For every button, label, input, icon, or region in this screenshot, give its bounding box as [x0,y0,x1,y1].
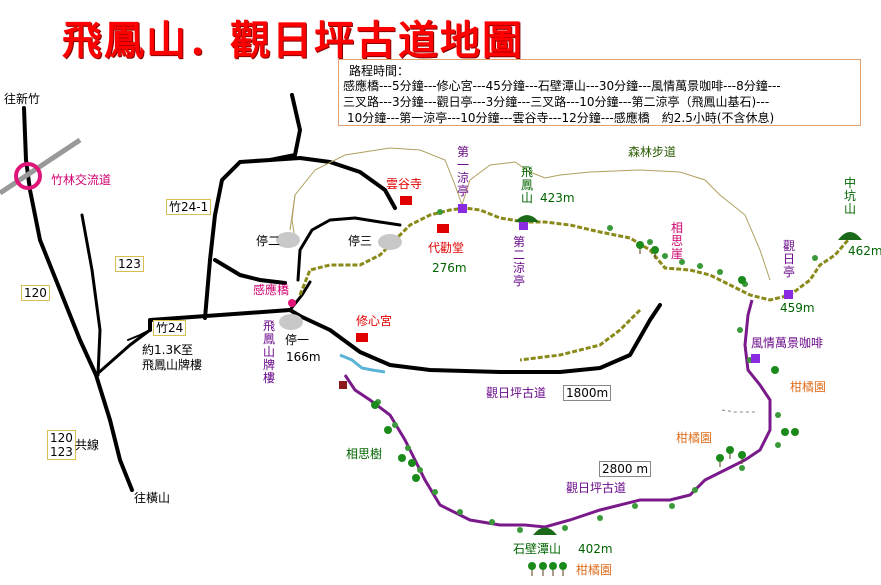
label-shared-road: 120 123 [47,430,76,460]
yungu-temple-icon [400,196,412,205]
label-shared-text: 共線 [75,438,100,452]
label-road-zhu24-1: 竹24-1 [166,199,212,215]
pavilion-3-marker [378,234,402,250]
label-forest-trail: 森林步道 [628,145,677,159]
route-time-box: 路程時間： 感應橋---5分鐘---修心宮---45分鐘---石壁潭山---30… [338,59,861,126]
label-citrus-2: 柑橘園 [676,431,713,445]
road-bottom [127,329,151,341]
label-road-120: 120 [21,285,50,301]
label-trail-name-1: 觀日坪古道 [486,386,547,400]
label-second-pavilion: 第二涼亭 [512,235,525,288]
label-citrus-1: 柑橘園 [790,380,827,394]
road-branch-120 [94,328,152,377]
label-daiquan-hall: 代勸堂 [428,241,465,255]
route-time-line-2: 三叉路---3分鐘---觀日亭---3分鐘---三叉路---10分鐘---第二涼… [343,95,770,109]
label-xiuxin-temple: 修心宮 [356,314,393,328]
label-road-123: 123 [115,256,144,272]
label-zhongkeng-peak: 中坑山 [843,176,856,216]
pavilion-1-marker [279,314,303,330]
ganying-bridge-dot [288,299,296,307]
temple-icons [356,196,449,342]
route-time-line-1: 感應橋---5分鐘---修心宮---45分鐘---石壁潭山---30分鐘---風… [343,79,781,93]
label-yungu-temple: 雲谷寺 [386,177,423,191]
label-arch-note-2: 飛鳳山牌樓 [142,358,203,372]
label-arch: 飛鳳山牌樓 [262,319,275,385]
label-elev-423: 423m [540,191,575,205]
forest-paths [289,147,771,413]
label-pavilion-1: 停一 [285,333,310,347]
label-shibitan-peak: 石壁潭山 [513,542,562,556]
label-ganying-bridge: 感應橋 [253,283,290,297]
label-to-xinzhu: 往新竹 [4,92,41,106]
cafe-marker [751,354,760,363]
pavilion-markers [276,232,402,330]
label-to-hengshan: 往橫山 [134,491,171,505]
label-citrus-3: 柑橘園 [576,563,613,577]
zhulin-interchange-marker [14,162,42,190]
label-first-pavilion: 第一涼亭 [456,145,469,198]
road-branch-3 [268,156,397,210]
label-cafe: 風情萬景咖啡 [751,336,824,350]
label-trail-name-2: 觀日坪古道 [566,481,627,495]
route-time-line-3: 10分鐘---第一涼亭---10分鐘---雲谷寺---12分鐘---感應橋 約2… [347,111,775,125]
xiuxin-temple-icon [356,333,368,342]
label-dist-2800: 2800 m [599,461,652,477]
railway [0,137,82,196]
vegetation-dots [375,209,818,533]
label-elev-459: 459m [780,301,815,315]
road-to-ting2 [296,216,402,282]
trailhead-marker [339,381,347,389]
label-arch-note-1: 約1.3K至 [142,343,193,357]
daiquan-hall-icon [437,224,449,233]
second-pavilion-marker [519,221,528,230]
label-road-zhu24: 竹24 [153,320,187,336]
road-zhu24-1 [203,93,302,320]
trees [371,241,799,576]
label-elev-462: 462m [848,244,881,258]
label-pavilion-3: 停三 [348,234,373,248]
shibitan-peak-icon [533,527,557,535]
label-elev-166: 166m [286,350,321,364]
pavilion-2-marker [276,232,300,248]
road-branch-2 [213,258,287,285]
label-dist-1800: 1800m [563,385,612,401]
label-elev-402: 402m [578,542,613,556]
road-network [22,93,662,492]
peak-icons [515,215,862,535]
label-shared-2: 123 [50,445,73,459]
label-shared-1: 120 [50,431,73,445]
label-pavilion-2: 停二 [256,234,281,248]
page-title: 飛鳳山．觀日坪古道地圖 [62,18,524,64]
zhongkeng-peak-icon [838,232,862,240]
feifeng-peak-icon [515,215,539,222]
label-zhulin-interchange: 竹林交流道 [51,173,112,187]
stream [339,353,386,374]
sunrise-pavilion-marker [784,290,793,299]
route-time-heading: 路程時間： [349,64,410,78]
label-acacia-cliff: 相思崖 [670,221,683,261]
label-sunrise-pavilion: 觀日亭 [782,239,795,279]
road-123 [80,213,102,377]
label-elev-276: 276m [432,261,467,275]
label-acacia-trees: 相思樹 [346,447,383,461]
purple-markers [458,204,793,363]
first-pavilion-marker [458,204,467,213]
purple-trail [343,299,772,529]
label-feifeng-peak: 飛鳳山 [520,165,533,205]
road-zhu24 [148,303,662,374]
